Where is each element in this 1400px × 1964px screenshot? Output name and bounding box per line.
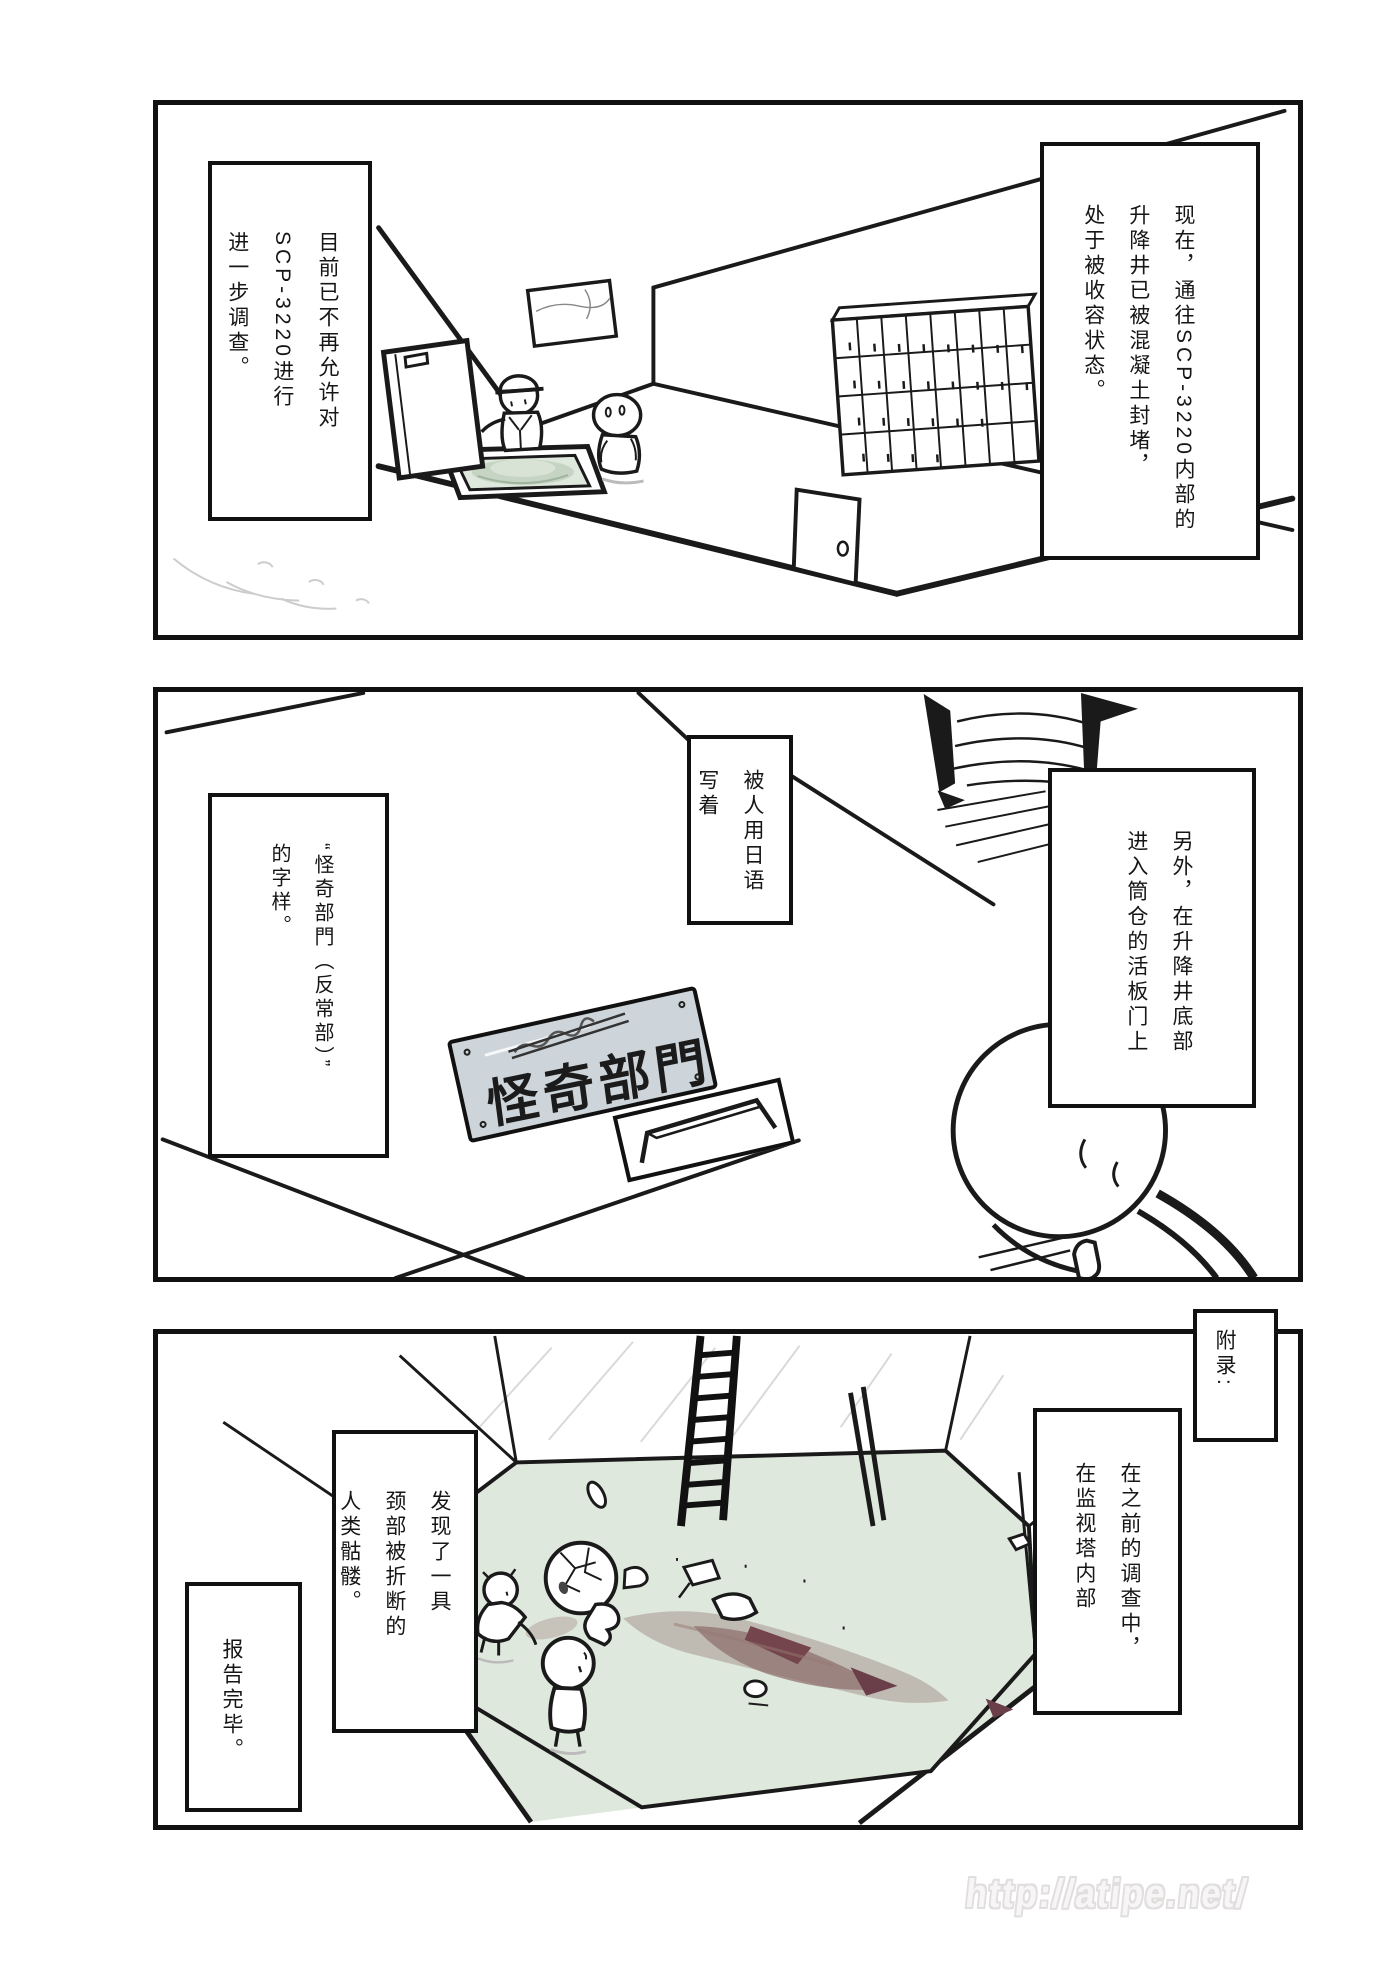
- screw-icon: [478, 1120, 488, 1129]
- narration-box-no-investigation: 目前已不再允许对 SCP-3220进行 进一步调查。: [208, 161, 372, 521]
- worker-character: [480, 374, 544, 453]
- ladder: [677, 1335, 741, 1527]
- bone: [622, 1565, 649, 1590]
- crouching-character: [475, 1568, 538, 1664]
- blood-stain: [525, 1611, 1014, 1719]
- screw-icon: [677, 1000, 687, 1009]
- wall-door: [791, 487, 862, 587]
- door-knob: [836, 540, 849, 557]
- ceiling-perspective-lines: [160, 692, 996, 1277]
- trapdoor-lid: [380, 337, 486, 481]
- skull: [543, 1540, 619, 1616]
- bone: [681, 1558, 722, 1587]
- narration-box-report-end: 报告完毕。: [185, 1582, 302, 1812]
- narration-box-trapdoor: 另外，在升降井底部 进入筒仓的活板门上: [1048, 768, 1256, 1108]
- appendix-label: 附录:: [1193, 1309, 1278, 1442]
- bone: [711, 1592, 759, 1622]
- narration-box-skeleton-found: 发现了一具 颈部被折断的 人类骷髅。: [332, 1430, 478, 1733]
- narration-box-department-name: “怪奇部門（反常部）” 的字样。: [208, 793, 389, 1158]
- bone: [586, 1480, 607, 1509]
- open-hatch-above: [923, 692, 1138, 864]
- wall-poster: [525, 278, 619, 349]
- researcher-character: [591, 392, 644, 485]
- crossed-out-scribble: [508, 1012, 630, 1060]
- site-watermark: http://atipe.net/: [963, 1872, 1251, 1916]
- narration-box-previous-survey: 在之前的调查中， 在监视塔内部: [1033, 1408, 1182, 1715]
- standing-character: [540, 1635, 596, 1755]
- narration-box-japanese-writing: 被人用日语 写着: [687, 735, 793, 925]
- narration-box-containment: 现在，通往SCP-3220内部的 升降井已被混凝土封堵， 处于被收容状态。: [1040, 142, 1260, 560]
- hatch-speed-lines: [937, 790, 1066, 864]
- bone: [743, 1679, 768, 1699]
- hard-hat-icon: [498, 374, 540, 394]
- recessed-handle: [612, 1077, 796, 1183]
- skeleton-remains: [543, 1480, 1032, 1707]
- jaw-bone: [583, 1602, 621, 1647]
- stone: [1007, 1532, 1032, 1552]
- handle-bar-icon: [639, 1097, 778, 1164]
- hand: [1072, 1238, 1102, 1277]
- wall-hatch-lines: [463, 1341, 1105, 1472]
- lockers: [829, 292, 1041, 477]
- floor-dust-arcs: [172, 557, 370, 610]
- department-plaque: 怪奇部門: [446, 985, 719, 1144]
- screw-icon: [462, 1048, 472, 1057]
